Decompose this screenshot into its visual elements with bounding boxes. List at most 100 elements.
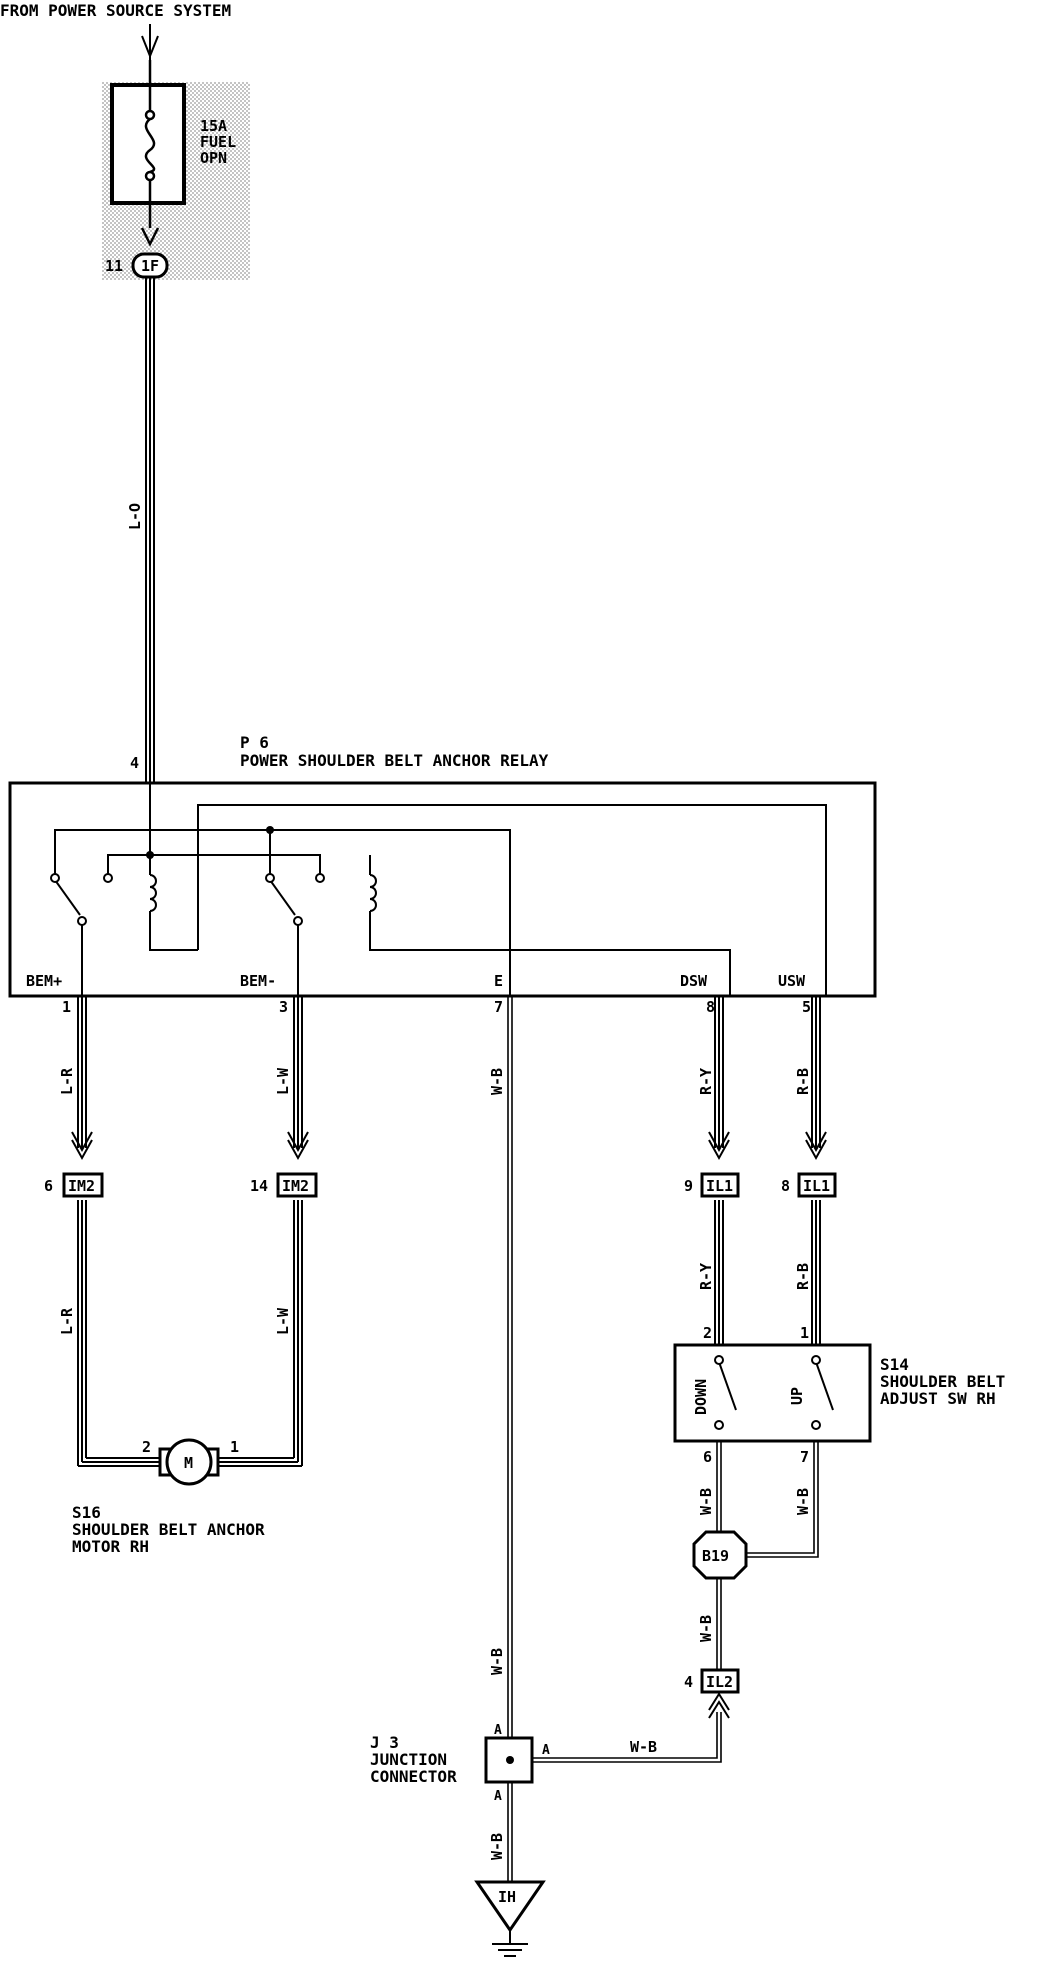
switch-contact-dots [714, 1355, 821, 1430]
relay-internal-circuit [54, 783, 827, 996]
wire-label-usw-1: R-B [794, 1068, 812, 1095]
connector-il1-b-label: IL1 [803, 1177, 830, 1195]
connector-im2-a-pin: 6 [44, 1177, 53, 1195]
terminal-usw: USW [778, 972, 806, 990]
ground-point-label: IH [498, 1888, 516, 1906]
switch-code: S14 [880, 1355, 909, 1374]
wire-label-bem-minus-1: L-W [274, 1067, 292, 1095]
motor-icon [158, 1438, 220, 1486]
wire-label-dsw-1: R-Y [697, 1068, 715, 1095]
connector-im2-a [62, 1172, 104, 1198]
connector-b19 [692, 1530, 748, 1580]
connector-il2 [700, 1668, 740, 1694]
pin-usw: 5 [802, 998, 811, 1016]
wire-label-bem-plus-1: L-R [58, 1067, 76, 1095]
wire-switch-out [716, 1441, 819, 1558]
terminal-bem-plus: BEM+ [26, 972, 62, 990]
ground-point [474, 1880, 546, 1933]
connector-im2-b [276, 1172, 318, 1198]
fuse-name-2: OPN [200, 149, 227, 167]
motor-name-1: SHOULDER BELT ANCHOR [72, 1520, 265, 1539]
motor-pin-left: 2 [142, 1438, 151, 1456]
connector-il1-a-label: IL1 [706, 1177, 733, 1195]
wire-label-sw-out-2: W-B [794, 1488, 812, 1515]
wire-label-usw-2: R-B [794, 1263, 812, 1290]
terminal-bem-minus: BEM- [240, 972, 276, 990]
fuse-connector [131, 252, 169, 279]
source-label: FROM POWER SOURCE SYSTEM [0, 1, 231, 20]
connector-il1-a [700, 1172, 740, 1198]
wire-usw [805, 996, 827, 1345]
junction-pin-top: A [494, 1723, 502, 1738]
switch-pin-up-out: 7 [800, 1448, 809, 1466]
pin-dsw: 8 [706, 998, 715, 1016]
junction-pin-right: A [542, 1743, 550, 1758]
switch-up-label: UP [788, 1387, 806, 1405]
fuse-pin-label: 11 [105, 257, 123, 275]
connector-il1-a-pin: 9 [684, 1177, 693, 1195]
connector-im2-b-label: IM2 [282, 1177, 309, 1195]
wire-dsw [708, 996, 730, 1345]
relay-name: POWER SHOULDER BELT ANCHOR RELAY [240, 751, 549, 770]
wire-il2-junction [532, 1712, 722, 1763]
connector-im2-a-label: IM2 [68, 1177, 95, 1195]
junction-name-1: JUNCTION [370, 1750, 447, 1769]
terminal-e: E [494, 972, 503, 990]
connector-il1-b [797, 1172, 837, 1198]
connector-il2-label: IL2 [706, 1673, 733, 1691]
switch-box [673, 1343, 872, 1443]
wire-b19-il2 [716, 1578, 722, 1670]
switch-down-label: DOWN [692, 1379, 710, 1415]
relay-code: P 6 [240, 733, 269, 752]
relay-box [8, 781, 877, 998]
motor-code: S16 [72, 1503, 101, 1522]
motor-symbol: M [184, 1454, 193, 1472]
wire-label-bem-plus-2: L-R [58, 1307, 76, 1335]
pin-e: 7 [494, 998, 503, 1016]
wire-label-sw-out-1: W-B [697, 1488, 715, 1515]
fuse-icon [140, 60, 160, 247]
wire-ground [507, 996, 513, 1756]
relay-input-pin: 4 [130, 754, 139, 772]
junction-box [484, 1736, 534, 1784]
fuse-rating: 15A [200, 117, 227, 135]
terminal-dsw: DSW [680, 972, 708, 990]
pin-bem-minus: 3 [279, 998, 288, 1016]
pin-bem-plus: 1 [62, 998, 71, 1016]
wire-label-dsw-2: R-Y [697, 1263, 715, 1290]
junction-pin-bottom: A [494, 1789, 502, 1804]
switch-name-2: ADJUST SW RH [880, 1389, 996, 1408]
wire-bem-minus [218, 996, 309, 1467]
wire-label-junction-ground: W-B [488, 1833, 506, 1860]
ground-icon [492, 1930, 528, 1957]
wire-label-ground-2: W-B [488, 1648, 506, 1675]
wire-label-ground-1: W-B [488, 1068, 506, 1095]
junction-dot [506, 1756, 514, 1764]
connector-il1-b-pin: 8 [781, 1177, 790, 1195]
motor-name-2: MOTOR RH [72, 1537, 149, 1556]
motor-pin-right: 1 [230, 1438, 239, 1456]
wire-bem-plus [71, 996, 162, 1467]
fuse-connector-label: 1F [141, 257, 159, 275]
il2-arrow-icon [708, 1692, 730, 1719]
switch-contacts [718, 1361, 834, 1411]
relay-junction-dots [146, 826, 274, 859]
switch-pin-down-in: 2 [703, 1324, 712, 1342]
switch-pin-down-out: 6 [703, 1448, 712, 1466]
wire-label-supply: L-O [126, 503, 144, 530]
wire-junction-ground [507, 1782, 513, 1882]
relay-contact-dots [50, 873, 325, 926]
junction-code: J 3 [370, 1733, 399, 1752]
wire-label-b19-il2: W-B [697, 1615, 715, 1642]
switch-name-1: SHOULDER BELT [880, 1372, 1005, 1391]
arrow-down-icon [141, 24, 159, 60]
fuse-name-1: FUEL [200, 133, 236, 151]
junction-name-2: CONNECTOR [370, 1767, 457, 1786]
wire-label-bem-minus-2: L-W [274, 1307, 292, 1335]
supply-wire [145, 278, 155, 782]
fuse-box [110, 83, 186, 205]
connector-im2-b-pin: 14 [250, 1177, 268, 1195]
connector-b19-label: B19 [702, 1547, 729, 1565]
wire-label-il2-junction: W-B [630, 1738, 657, 1756]
